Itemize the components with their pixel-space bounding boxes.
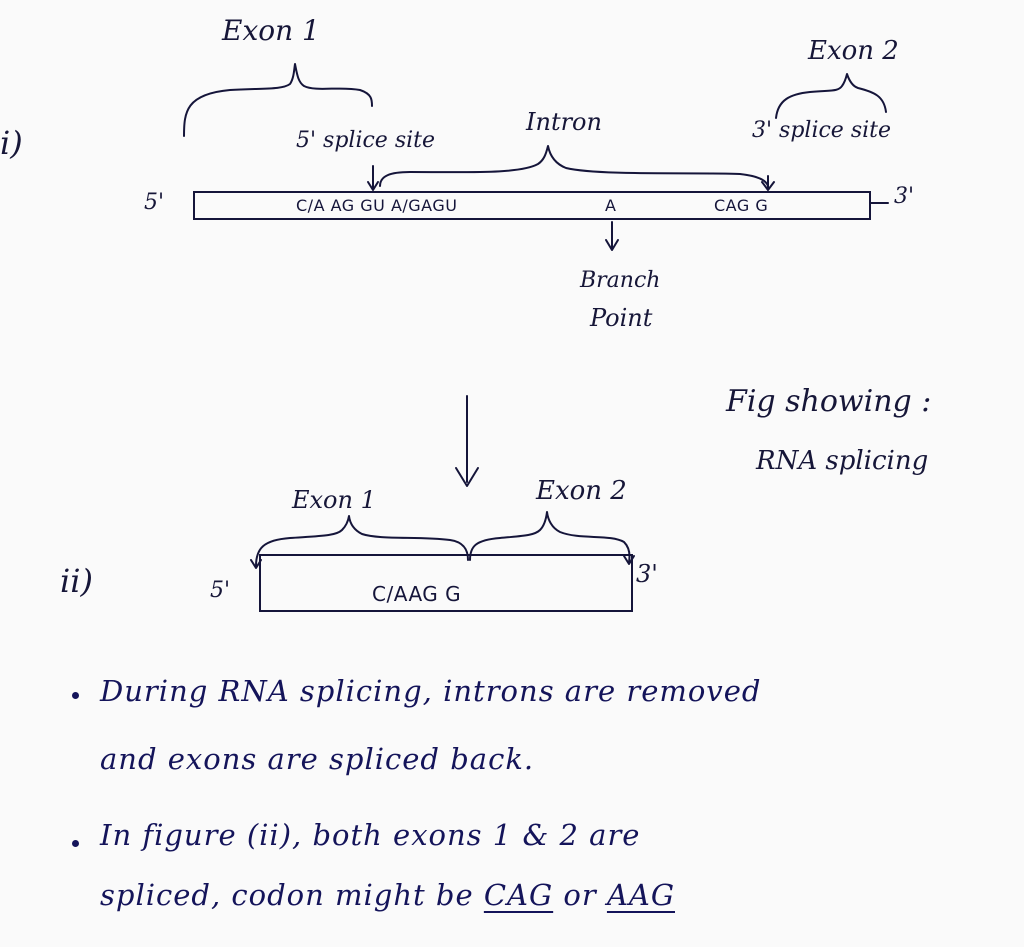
three-splice-arrowhead [761,181,775,191]
bullet-dot-2 [72,840,79,847]
three-prime-end: 3' [894,184,915,209]
five-splice-site-label: 5' splice site [296,128,436,153]
spliced-sequence: C/AAG G [372,582,462,606]
intron-label: Intron [526,108,602,136]
note-2-or: or [563,878,597,912]
exon1-label: Exon 1 [222,14,320,47]
note-1-line2: and exons are spliced back. [100,742,535,776]
note-2-line1: In figure (ii), both exons 1 & 2 are [100,818,641,852]
five-prime-end-ii: 5' [210,578,231,603]
codon-aag: AAG [606,878,675,912]
note-2-line2: spliced, codon might be CAG or AAG [100,878,675,912]
exon2-brace-ii [469,511,631,563]
exon1-brace [183,63,373,137]
part-ii-label: ii) [60,562,93,600]
branch-label: Branch [580,268,661,293]
five-prime-end: 5' [144,190,165,215]
figure-caption-line1: Fig showing : [726,384,932,419]
three-splice-site-label: 3' splice site [752,118,892,143]
point-label: Point [590,304,653,332]
mature-mrna-strand [259,554,633,612]
part-i-label: i) [0,124,23,162]
exon2-brace-ii-arrow [623,555,635,565]
sequence-3-splice: CAG G [714,196,769,215]
note-1-line1: During RNA splicing, introns are removed [100,674,762,708]
exon2-brace [775,73,887,119]
three-prime-end-ii: 3' [636,560,658,588]
exon2-label-ii: Exon 2 [536,476,627,506]
bullet-dot-1 [72,692,79,699]
sequence-branch-a: A [605,196,617,215]
note-2-line2-prefix: spliced, codon might be [100,878,474,912]
exon1-brace-ii-arrow [250,559,262,569]
intron-brace [379,145,769,187]
branch-point-arrowhead [605,239,619,251]
exon2-label: Exon 2 [808,36,899,66]
exon1-brace-ii [255,515,469,567]
sequence-5-splice: C/A AG GU A/GAGU [296,196,458,215]
figure-caption-line2: RNA splicing [756,446,929,476]
five-splice-arrowhead [367,181,379,191]
exon1-label-ii: Exon 1 [292,486,376,514]
pre-mrna-strand [193,191,871,220]
codon-cag: CAG [483,878,554,912]
process-arrowhead [455,467,479,487]
